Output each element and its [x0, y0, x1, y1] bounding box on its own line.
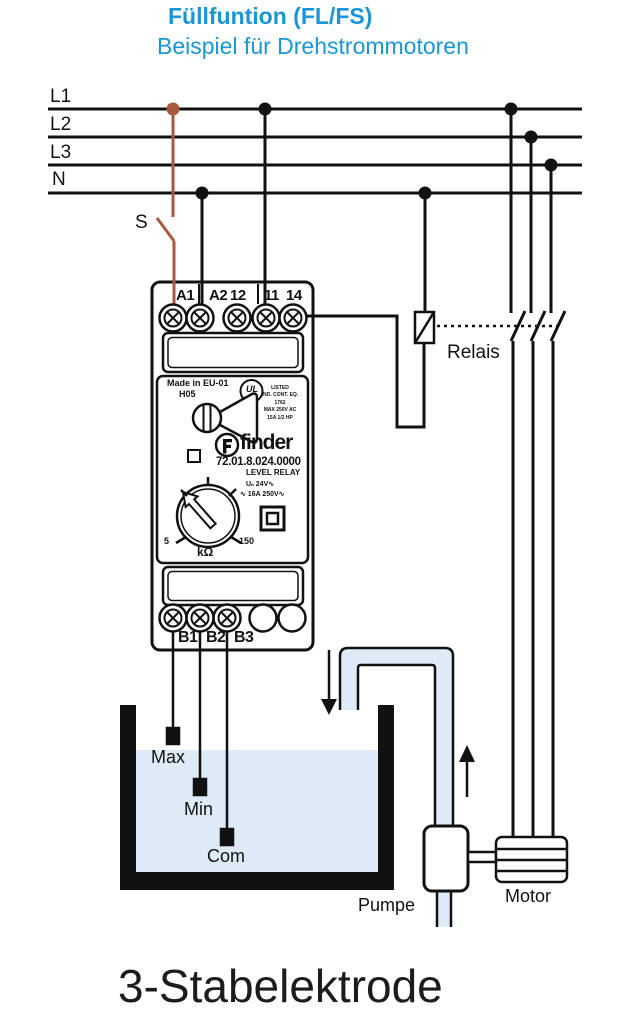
dial-pointer-icon: [181, 490, 218, 530]
electrode-label-min: Min: [184, 799, 214, 819]
terminal-label-b1: B1: [178, 629, 198, 646]
rail-label-n: N: [52, 169, 66, 190]
electrode-label-com: Com: [207, 846, 246, 866]
blank-terminal-icon: [277, 603, 307, 633]
flow-arrow-down-icon: [321, 650, 337, 715]
level-relay-device: [155, 284, 310, 633]
flow-arrow-up-icon: [459, 745, 475, 797]
screw-terminal-a2: [185, 303, 215, 333]
ul-listing-block: LISTED IND. CONT. EQ. 1762 MAX 250V AC 1…: [258, 385, 302, 422]
part-number: 72.01.8.024.0000: [216, 456, 301, 468]
dial-ticks: [175, 477, 242, 545]
screw-terminal-b2: [185, 603, 215, 633]
pump-label: Pumpe: [358, 895, 416, 915]
rating-current: ∿ 16A 250V∿: [240, 491, 285, 498]
rail-label-l2: L2: [50, 114, 72, 135]
rail-label-l1: L1: [50, 86, 72, 107]
diagram-caption: 3-Stabelektrode: [118, 960, 443, 1012]
terminal-label-b2: B2: [206, 629, 226, 646]
page-title: Füllfuntion (FL/FS): [168, 3, 373, 29]
junction-dots: [166, 102, 558, 200]
relay-coil-label: Relais: [447, 342, 500, 363]
screw-terminals-top: [158, 303, 308, 333]
screw-terminal-12: [222, 303, 252, 333]
terminal-label-11: 11: [264, 287, 279, 304]
output-contact-icon: [259, 505, 286, 532]
ul-line1: IND. CONT. EQ.: [261, 392, 299, 399]
ul-line2: 1762: [274, 399, 286, 406]
terminal-label-12: 12: [230, 287, 246, 304]
sensitivity-dial: [175, 483, 241, 549]
tank-water: [136, 750, 378, 872]
pump-icon: [422, 824, 470, 893]
switch-label: S: [135, 212, 148, 233]
terminal-label-a1: A1: [176, 287, 195, 304]
relay-coil-icon: [413, 310, 436, 345]
led-window-icon: [187, 449, 201, 463]
supply-wires: [200, 109, 555, 837]
device-code: H05: [179, 389, 196, 399]
screw-terminal-14: [278, 303, 308, 333]
ul-line4: 15A 1/2 HP: [267, 414, 293, 421]
motor-icon: [494, 835, 569, 884]
power-rails: [48, 107, 582, 195]
screw-terminal-b3: [212, 603, 242, 633]
pipe: [338, 646, 455, 927]
dial-min-label: 5: [164, 536, 170, 546]
page-subtitle: Beispiel für Drehstrommotoren: [157, 33, 469, 59]
switch-s-wire: [155, 109, 176, 311]
screw-terminal-a1: [158, 303, 188, 333]
device-made-in: Made in EU-01: [167, 378, 229, 388]
product-type: LEVEL RELAY: [246, 468, 301, 477]
finder-logo-icon: [214, 432, 240, 458]
screw-terminal-11: [251, 303, 281, 333]
tank: [120, 705, 394, 890]
blank-terminal-icon: [248, 603, 278, 633]
ul-line3: MAX 250V AC: [263, 407, 297, 414]
rating-voltage: Uₙ 24V∿: [246, 481, 275, 488]
ul-mark: UL: [246, 384, 258, 394]
shaft-icon: [466, 850, 498, 864]
electrode-rods: [165, 618, 235, 847]
dial-max-label: 150: [239, 536, 255, 546]
terminal-label-14: 14: [286, 287, 302, 304]
screw-terminals-bottom: [158, 603, 307, 633]
terminal-label-b3: B3: [234, 629, 254, 646]
motor-label: Motor: [505, 886, 552, 906]
rail-label-l3: L3: [50, 142, 72, 163]
electrode-label-max: Max: [151, 747, 186, 767]
horn-icon: [191, 392, 259, 444]
terminal-label-a2: A2: [209, 287, 228, 304]
brand-name: finder: [240, 431, 293, 454]
dial-unit-label: kΩ: [197, 545, 214, 559]
screw-terminal-b1: [158, 603, 188, 633]
ul-listed: LISTED: [271, 385, 289, 391]
